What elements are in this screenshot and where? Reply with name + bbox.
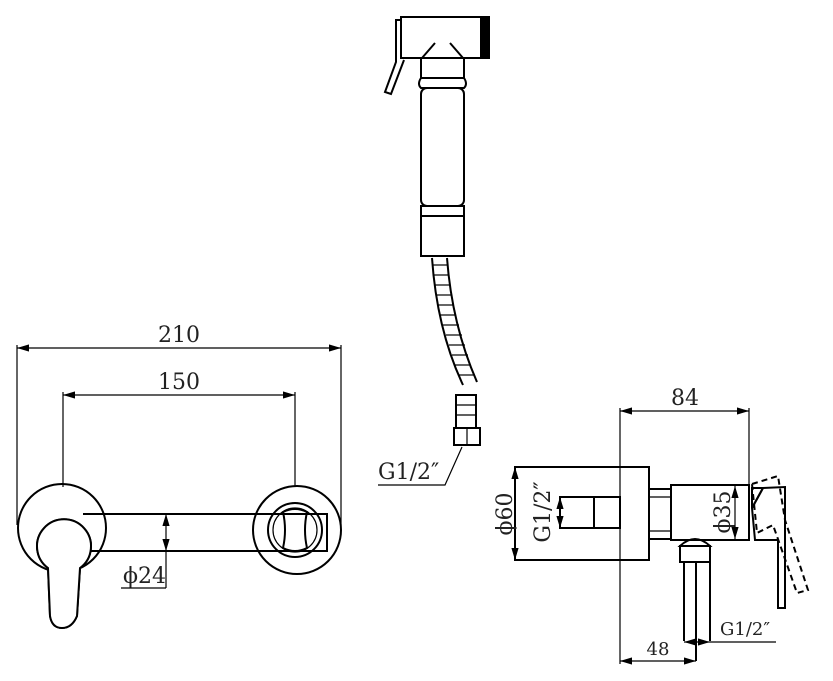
front-view: 210 150 ϕ24 xyxy=(16,323,342,630)
inlet-thread-label: G1/2″ xyxy=(531,481,556,542)
hand-shower: G1/2″ xyxy=(378,16,490,486)
hose xyxy=(431,257,478,386)
outlet-connector xyxy=(281,508,309,552)
outlet-thread-label: G1/2″ xyxy=(720,619,770,640)
dimension-phi24-label: ϕ24 xyxy=(123,564,166,589)
lever-handle xyxy=(750,485,786,609)
dimension-150-label: 150 xyxy=(158,370,200,395)
dimension-phi60-label: ϕ60 xyxy=(493,493,518,536)
valve-body xyxy=(670,484,750,541)
dimension-84-label: 84 xyxy=(671,386,699,411)
dimension-210-label: 210 xyxy=(158,323,200,348)
hose-thread-label: G1/2″ xyxy=(378,460,439,485)
lever-handle-open-position xyxy=(750,474,810,595)
dimension-48-label: 48 xyxy=(647,639,670,660)
side-view: 84 ϕ60 G1/2″ ϕ35 G1/2″ 48 xyxy=(493,386,810,665)
right-rosette xyxy=(252,485,342,575)
dimension-phi35-label: ϕ35 xyxy=(711,491,736,534)
